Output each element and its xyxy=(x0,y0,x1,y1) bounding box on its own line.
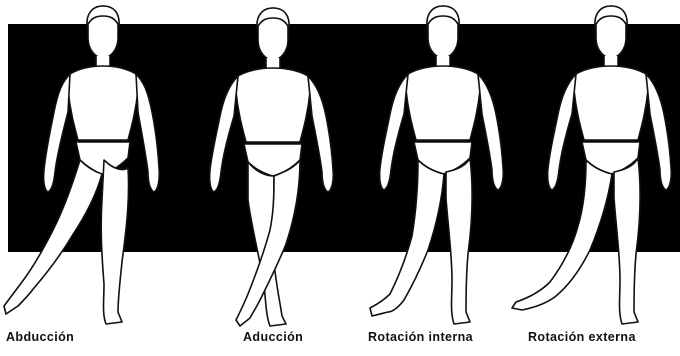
standing-leg-1 xyxy=(101,160,128,324)
label-rotacion-interna: Rotación interna xyxy=(368,330,473,344)
standing-leg-4 xyxy=(614,158,640,324)
torso-1 xyxy=(68,66,138,140)
torso-3 xyxy=(406,66,480,140)
label-aduccion: Aducción xyxy=(243,330,303,344)
torso-2 xyxy=(236,68,310,142)
torso-4 xyxy=(574,66,648,140)
label-rotacion-externa: Rotación externa xyxy=(528,330,636,344)
standing-leg-3 xyxy=(446,158,472,324)
label-abduccion: Abducción xyxy=(6,330,74,344)
